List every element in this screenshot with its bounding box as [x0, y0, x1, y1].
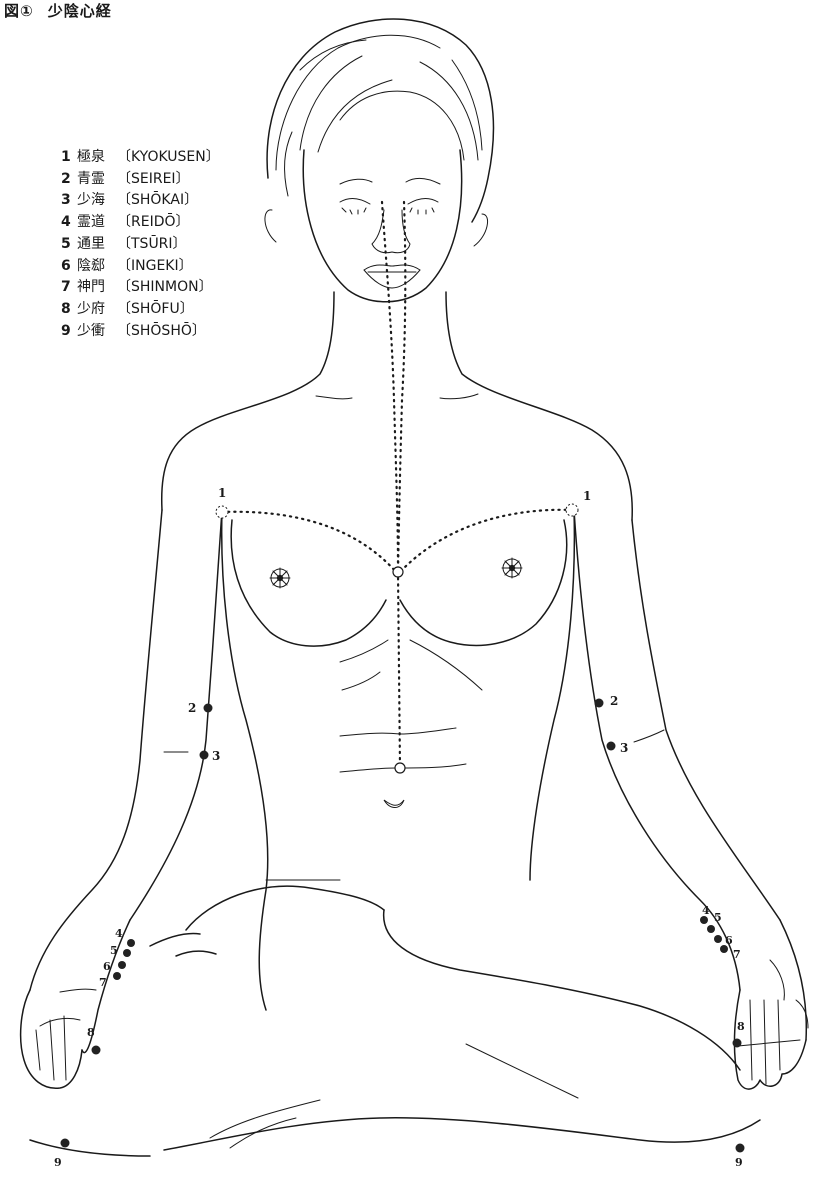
label-left-1: 1 [218, 486, 226, 500]
right-arm [574, 510, 808, 1089]
label-left-6: 6 [103, 960, 111, 973]
label-right-5: 5 [714, 911, 722, 924]
label-left-9: 9 [54, 1156, 62, 1169]
label-left-3: 3 [212, 749, 220, 763]
label-right-7: 7 [733, 948, 741, 961]
label-left-8: 8 [87, 1026, 95, 1039]
label-left-5: 5 [110, 944, 118, 957]
face [265, 150, 488, 302]
label-right-3: 3 [620, 741, 628, 755]
acupoint-labels: 1 1 2 3 4 5 6 7 8 9 2 3 4 5 6 7 8 9 [54, 486, 745, 1169]
label-right-6: 6 [725, 934, 733, 947]
label-right-9: 9 [735, 1156, 743, 1169]
label-left-2: 2 [188, 701, 196, 715]
label-left-4: 4 [115, 927, 123, 940]
label-left-7: 7 [99, 976, 107, 989]
left-arm [21, 510, 222, 1088]
label-right-1: 1 [583, 489, 591, 503]
crossed-legs [30, 886, 760, 1156]
hair [267, 19, 493, 222]
label-right-4: 4 [702, 904, 710, 917]
label-right-2: 2 [610, 694, 618, 708]
label-right-8: 8 [737, 1020, 745, 1033]
torso [162, 292, 633, 1010]
